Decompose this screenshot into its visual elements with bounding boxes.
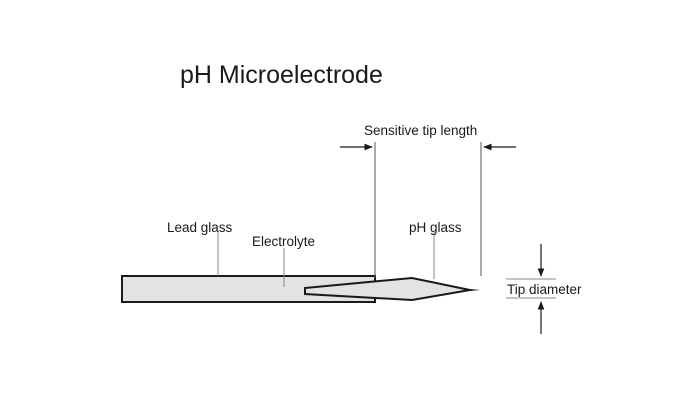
sensitive-tip-length-label: Sensitive tip length	[364, 123, 478, 138]
electrolyte-label: Electrolyte	[252, 234, 316, 249]
diagram-title: pH Microelectrode	[180, 61, 383, 89]
lead-glass-label: Lead glass	[167, 220, 233, 235]
lead-glass-tube	[121, 275, 376, 303]
tip-end	[470, 289, 480, 291]
ph-glass-tip	[304, 276, 471, 302]
tip-diameter-label: Tip diameter	[507, 282, 582, 297]
ph-glass-label: pH glass	[409, 220, 462, 235]
